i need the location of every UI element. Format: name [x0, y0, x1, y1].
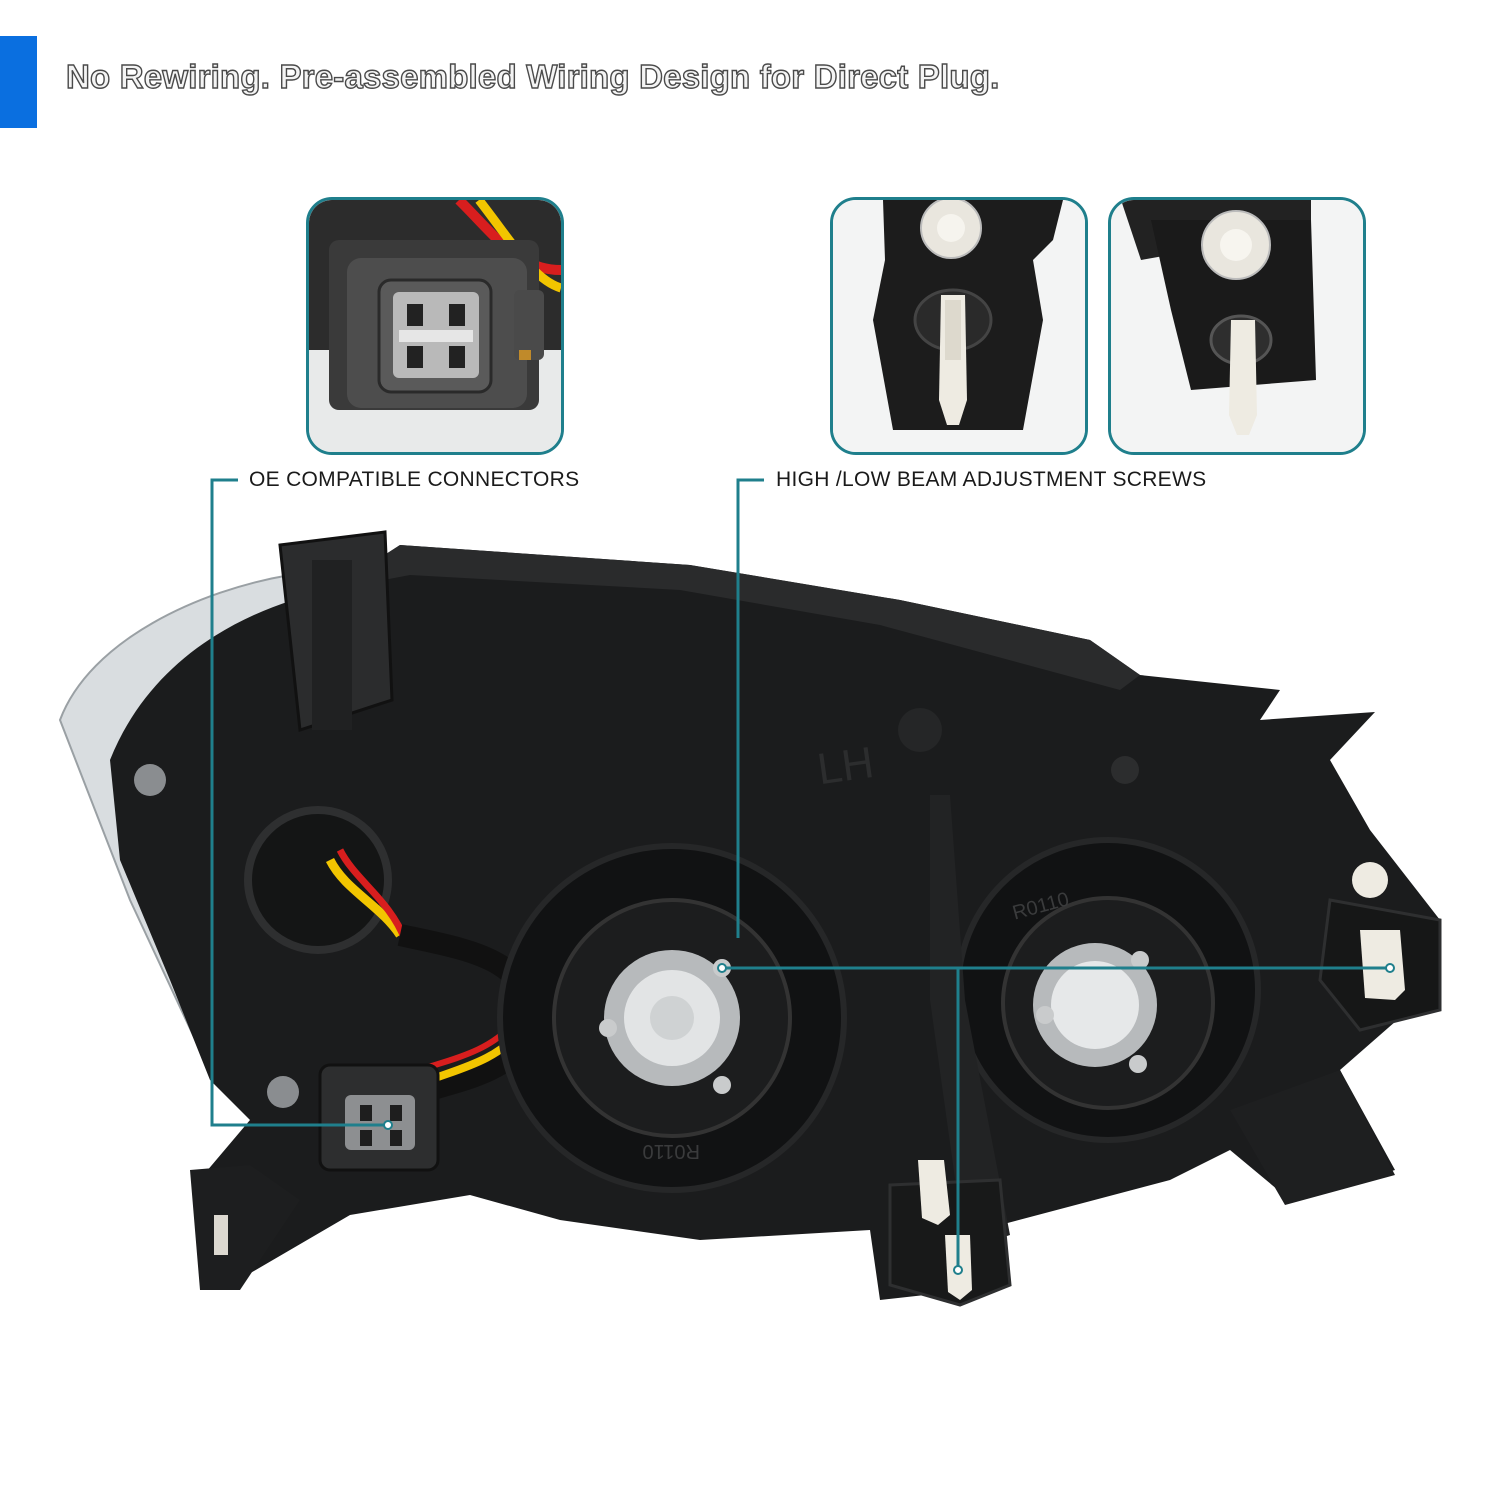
accent-bar [0, 36, 37, 128]
connectors-callout-line [210, 478, 388, 1127]
connector-closeup-inset [306, 197, 564, 455]
part-mark-lower: R0110 [643, 1140, 700, 1162]
adjuster-closeup-inset-b [1108, 197, 1366, 455]
adjuster-screw-closeup-photo [833, 200, 1085, 452]
adjustment-callout-label: HIGH /LOW BEAM ADJUSTMENT SCREWS [776, 468, 1207, 491]
side-mark-text: LH [814, 738, 877, 794]
adjustment-callout-line [736, 478, 764, 938]
adjuster-closeup-inset-a [830, 197, 1088, 455]
connectors-callout-label: OE COMPATIBLE CONNECTORS [249, 468, 580, 491]
connector-closeup-photo [309, 200, 561, 452]
headline: No Rewiring. Pre-assembled Wiring Design… [65, 57, 1000, 95]
adjuster-screw-closeup-photo [1111, 200, 1363, 452]
callout-lines [210, 478, 1390, 1270]
